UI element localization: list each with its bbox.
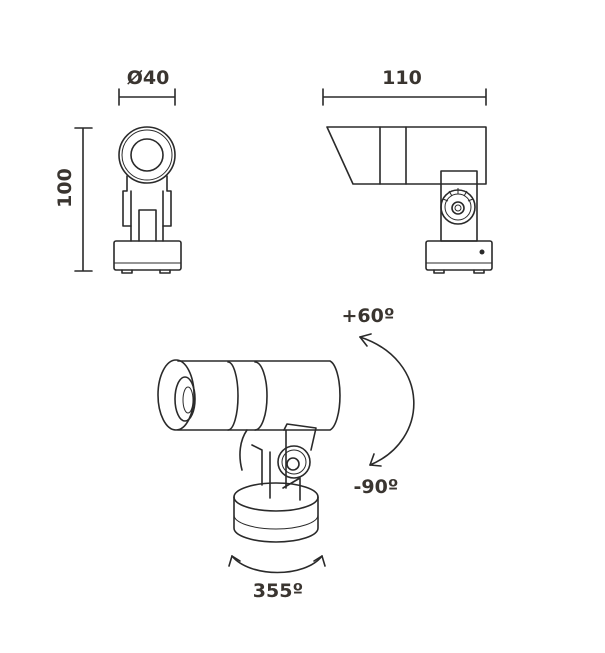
tilt-down-label: -90º <box>353 476 398 498</box>
diameter-dimension: Ø40 <box>118 67 176 106</box>
pan-arc-arrow <box>231 555 323 574</box>
isometric-view <box>157 359 341 543</box>
diameter-label: Ø40 <box>127 67 170 89</box>
height-dimension: 100 <box>54 127 93 272</box>
pan-rotation-indicator: 355º <box>228 555 326 602</box>
tilt-arc-arrow <box>359 336 415 466</box>
front-view <box>113 126 182 274</box>
pan-label: 355º <box>253 580 303 602</box>
tilt-rotation-indicator: +60º -90º <box>341 305 415 498</box>
length-dimension: 110 <box>322 67 487 106</box>
tilt-up-label: +60º <box>341 305 394 327</box>
length-label: 110 <box>382 67 422 89</box>
side-view <box>326 126 493 274</box>
height-label: 100 <box>54 168 76 208</box>
